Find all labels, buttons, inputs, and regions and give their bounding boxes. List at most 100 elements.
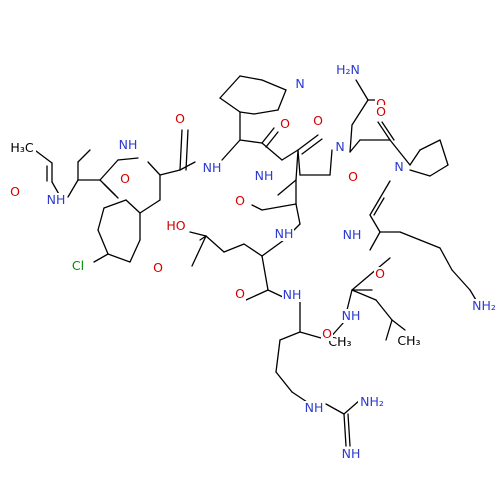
bond-97 — [381, 121, 395, 141]
bond-77 — [351, 267, 379, 291]
label-bg-pal-o — [279, 117, 291, 131]
bond-23 — [107, 253, 131, 263]
bond-15 — [185, 129, 189, 171]
label-bg-n-ring-left — [334, 140, 346, 154]
atom-label-leu-ch3-a: CH₃ — [328, 334, 351, 349]
bond-47 — [295, 203, 301, 225]
atom-label-glu-o: O — [235, 286, 245, 301]
atom-label-nh2-amide: H₂N — [336, 62, 360, 77]
atom-label-leu-ch3-b: CH₃ — [397, 333, 420, 348]
bond-14 — [179, 129, 183, 171]
atom-label-gua-nh: NH — [305, 400, 324, 415]
atom-label-glu-o-side: O — [153, 260, 163, 275]
bond-48 — [251, 204, 263, 211]
atom-label-gua-nh2: NH₂ — [360, 394, 384, 409]
bond-50 — [261, 239, 285, 257]
atom-label-pro-o: O — [348, 169, 358, 184]
atom-label-cl: Cl — [72, 258, 84, 273]
bond-20 — [103, 199, 127, 209]
bond-19 — [125, 199, 141, 214]
bond-network — [35, 75, 477, 447]
bond-35 — [253, 109, 279, 115]
bond-62 — [279, 331, 301, 341]
label-bg-pro-o — [347, 170, 359, 184]
atom-label-glu-nh: NH — [275, 226, 294, 241]
label-bg-pro-n — [393, 160, 405, 174]
bond-75 — [385, 319, 393, 341]
atom-label-cpa-nh: NH — [119, 137, 138, 152]
atom-label-ac-nh: NH — [47, 192, 66, 207]
label-bg-pal-nh — [202, 161, 222, 175]
bond-82 — [399, 231, 421, 241]
label-bg-arg-o — [321, 327, 333, 341]
bond-46 — [261, 203, 297, 211]
atom-label-gly-o: O — [376, 104, 386, 119]
bond-85 — [451, 269, 471, 291]
bond-30 — [219, 97, 241, 113]
atom-label-leu-nh: NH — [342, 308, 361, 323]
bond-38 — [265, 131, 279, 148]
bond-16 — [179, 161, 196, 171]
label-bg-cpa-nh — [118, 138, 138, 152]
bond-28 — [239, 139, 263, 144]
bond-42 — [301, 138, 323, 155]
label-bg-gua-nh-imine — [341, 447, 361, 461]
bond-69 — [347, 413, 351, 447]
bond-54 — [189, 231, 207, 237]
bond-27 — [221, 139, 241, 161]
bond-86 — [469, 289, 477, 301]
atom-label-pal-o: O — [280, 116, 290, 131]
label-bg-pyr-n — [294, 77, 306, 91]
atom-label-abu-o: O — [120, 171, 130, 186]
bond-39 — [261, 142, 283, 161]
bond-67 — [343, 399, 361, 415]
atom-label-pro-n: N — [394, 159, 403, 174]
label-bg-gua-nh2 — [358, 395, 386, 409]
label-bg-ac-nh — [46, 193, 66, 207]
bond-74 — [375, 299, 393, 321]
bond-80 — [369, 214, 381, 233]
bond-11 — [117, 157, 139, 161]
bond-95 — [389, 139, 411, 166]
label-bg-abu-o — [119, 172, 131, 186]
bond-87 — [369, 197, 381, 216]
bond-88 — [373, 197, 385, 216]
bond-36 — [239, 111, 255, 115]
bond-31 — [219, 75, 241, 99]
bond-0 — [35, 150, 53, 164]
atom-label-lys-o: O — [375, 266, 385, 281]
bond-37 — [261, 127, 275, 144]
bond-83 — [419, 239, 441, 249]
atom-label-me-ch3: H₃C — [10, 140, 33, 155]
bond-53 — [205, 235, 225, 253]
atom-labels: H₃CONHONHClONHNONHOOHOONHOH₂NONONONHONH₂… — [8, 62, 498, 461]
label-bg-asp-o-side — [312, 114, 324, 128]
atom-label-asp-o-side: O — [313, 113, 323, 128]
bond-73 — [351, 289, 377, 301]
bond-55 — [191, 235, 207, 267]
label-bg-cpa-o — [174, 112, 186, 126]
label-bg-arg-nh — [282, 288, 302, 302]
atom-label-cpa-o: O — [175, 111, 185, 126]
bond-24 — [129, 239, 141, 263]
label-bg-lys-nh2 — [470, 299, 498, 313]
bond-22 — [97, 229, 109, 255]
label-bg-glu-nh — [274, 227, 294, 241]
atom-label-glu-oh: HO — [166, 218, 185, 233]
atom-label-pyr-n: N — [295, 76, 304, 91]
bond-104 — [329, 149, 333, 176]
bond-12 — [147, 161, 161, 176]
atom-label-pal-nh: NH — [203, 160, 222, 175]
atom-label-n-ring-left: N — [335, 139, 344, 154]
bond-43 — [295, 149, 299, 181]
label-bg-gly-o — [375, 105, 387, 119]
bond-84 — [439, 247, 453, 271]
atom-label-asp-nh: NH — [255, 168, 274, 183]
label-bg-cl — [68, 259, 88, 273]
atom-label-gua-nh-imine: NH — [342, 446, 361, 461]
bond-103 — [355, 79, 369, 101]
bond-101 — [351, 99, 369, 126]
atom-label-lys-nh: NH — [343, 227, 362, 242]
label-bg-glu-oh — [166, 219, 186, 233]
